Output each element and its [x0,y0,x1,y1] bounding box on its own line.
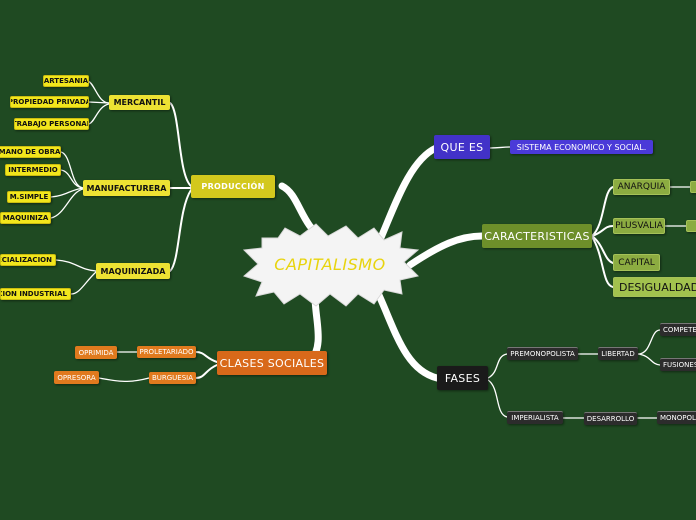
leaf-revolucion-industrial[interactable]: CION INDUSTRIAL [0,288,71,300]
leaf-anarquia[interactable]: ANARQUIA [613,179,670,195]
leaf-maquiniza[interactable]: MAQUINIZA [0,212,51,224]
leaf-plusvalia[interactable]: PLUSVALIA [613,218,665,234]
leaf-monopolio[interactable]: MONOPOL [657,411,696,424]
branch-caracteristicas[interactable]: CARACTERISTICAS [482,224,592,248]
leaf-anarquia-child-cut[interactable] [690,181,696,193]
branch-clases-sociales[interactable]: CLASES SOCIALES [217,351,327,375]
leaf-especializacion[interactable]: ECIALIZACION [0,254,56,266]
leaf-sistema-economico[interactable]: SISTEMA ECONOMICO Y SOCIAL. [510,140,653,154]
leaf-artesania[interactable]: ARTESANIA [43,75,89,87]
leaf-capital[interactable]: CAPITAL [613,254,660,271]
leaf-oprimida[interactable]: OPRIMIDA [75,346,117,359]
leaf-opresora[interactable]: OPRESORA [54,371,99,384]
central-topic[interactable]: CAPITALISMO [274,254,386,274]
node-libertad[interactable]: LIBERTAD [598,347,638,360]
leaf-mano-de-obra[interactable]: MANO DE OBRA [0,146,61,158]
leaf-fusiones[interactable]: FUSIONES [660,358,696,371]
leaf-m-simple[interactable]: M.SIMPLE [7,191,51,203]
node-proletariado[interactable]: PROLETARIADO [137,346,196,358]
leaf-competencia[interactable]: COMPETE [660,323,696,336]
node-premonopolista[interactable]: PREMONOPOLISTA [507,347,578,360]
leaf-intermedio[interactable]: INTERMEDIO [5,164,61,176]
node-desarrollo[interactable]: DESARROLLO [584,412,637,425]
node-manufacturera[interactable]: MANUFACTURERA [83,180,170,196]
branch-que-es[interactable]: QUE ES [434,135,490,159]
branch-fases[interactable]: FASES [437,366,488,390]
leaf-trabajo-personal[interactable]: TRABAJO PERSONAL [14,118,89,130]
leaf-desigualdad[interactable]: DESIGUALDAD [613,277,696,297]
central-starburst-shape [242,223,420,307]
node-imperialista[interactable]: IMPERIALISTA [507,411,563,424]
node-mercantil[interactable]: MERCANTIL [109,95,170,110]
node-maquinizada[interactable]: MAQUINIZADA [96,263,170,279]
leaf-propiedad-privada[interactable]: PROPIEDAD PRIVADA [10,96,89,108]
node-burguesia[interactable]: BURGUESIA [149,372,196,384]
branch-produccion[interactable]: PRODUCCIÓN [191,175,275,198]
leaf-plusvalia-child-cut[interactable] [686,220,696,232]
